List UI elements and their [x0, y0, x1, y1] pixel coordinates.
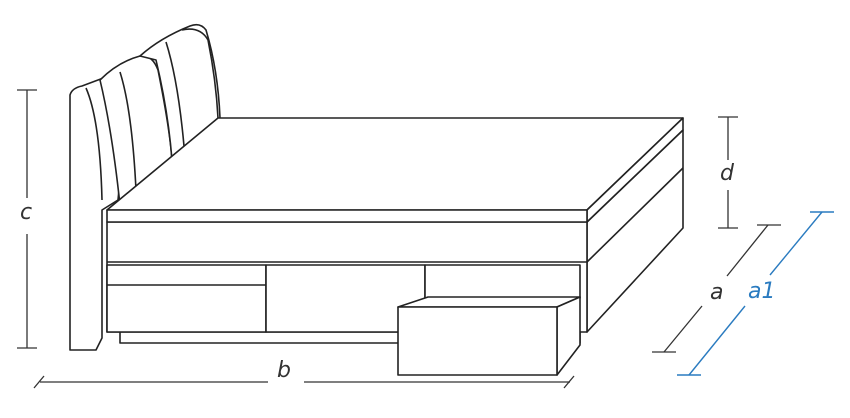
dimension-a1 — [677, 211, 834, 376]
dimension-label-c: c — [20, 200, 33, 225]
dimension-a — [652, 224, 781, 353]
dimension-b — [33, 375, 575, 389]
dimension-label-b: b — [277, 358, 291, 383]
mattress — [106, 117, 684, 223]
dimension-c — [17, 89, 37, 349]
headboard — [69, 23, 221, 351]
dimension-d — [718, 116, 738, 229]
dimension-label-a: a — [710, 280, 724, 305]
drawers — [106, 264, 581, 376]
dimension-label-a1: a1 — [748, 279, 776, 304]
dimension-label-d: d — [720, 161, 734, 186]
